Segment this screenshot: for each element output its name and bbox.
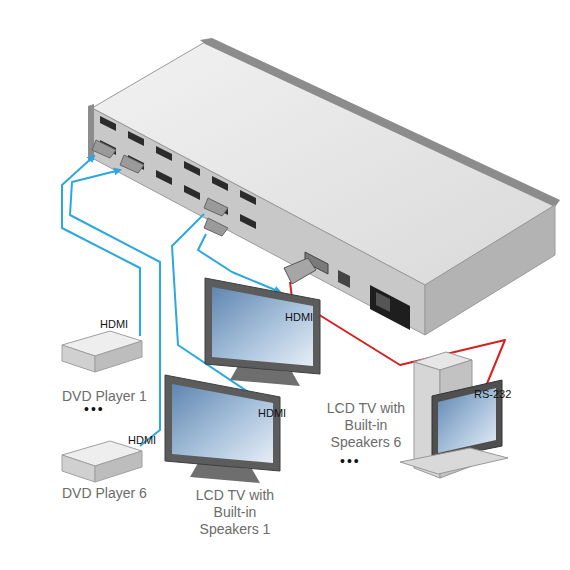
cable-label: HDMI (285, 311, 313, 324)
device-label: LCD TV with Built-in Speakers 1 (190, 487, 280, 538)
power-socket (370, 285, 410, 330)
hdmi-connectors (100, 116, 256, 229)
switcher-ear (88, 104, 94, 162)
hdmi-plug (120, 155, 144, 173)
pc-keyboard (400, 448, 508, 474)
hdmi-port (240, 214, 256, 229)
device-label: DVD Player 1 (62, 388, 172, 405)
hdmi-plug (204, 198, 228, 216)
device-node: LCD TV with Built-in Speakers 6 (205, 276, 323, 386)
tv-screen (212, 287, 313, 366)
rs232-cable (290, 282, 505, 386)
hdmi-plug (204, 218, 228, 236)
hdmi-port (156, 146, 172, 161)
lan-port (338, 270, 350, 288)
hdmi-port (184, 185, 200, 200)
cable-label: RS-232 (474, 388, 511, 401)
hdmi-plug (92, 140, 116, 158)
dvd-side (95, 451, 142, 482)
device-node: DVD Player 1 (60, 328, 144, 376)
cable-label: HDMI (128, 434, 156, 447)
dvd-front (62, 345, 95, 372)
hdmi-port (184, 161, 200, 176)
ellipsis-mark: ••• (340, 455, 361, 468)
tv-screen (172, 384, 273, 463)
tv-frame (165, 375, 280, 471)
switcher-rim (200, 38, 560, 207)
ellipsis-mark: ••• (84, 403, 105, 416)
hdmi-port (156, 170, 172, 185)
device-node: LCD TV with Built-in Speakers 1 (165, 373, 283, 483)
hdmi-port (212, 176, 228, 191)
hdmi-port (240, 190, 256, 205)
device-label: LCD TV with Built-in Speakers 6 (321, 400, 411, 451)
cable-label: HDMI (258, 407, 286, 420)
cable-label: HDMI (100, 318, 128, 331)
power-switch (376, 292, 390, 312)
dvd-front (62, 455, 95, 482)
hdmi-port (100, 116, 116, 131)
device-label: DVD Player 6 (62, 485, 172, 502)
hdmi-port (128, 131, 144, 146)
dvd-side (95, 341, 142, 372)
hdmi-cable (70, 170, 160, 446)
tv-frame (205, 278, 320, 374)
db9-plug (284, 258, 316, 284)
switcher-side (425, 205, 555, 335)
